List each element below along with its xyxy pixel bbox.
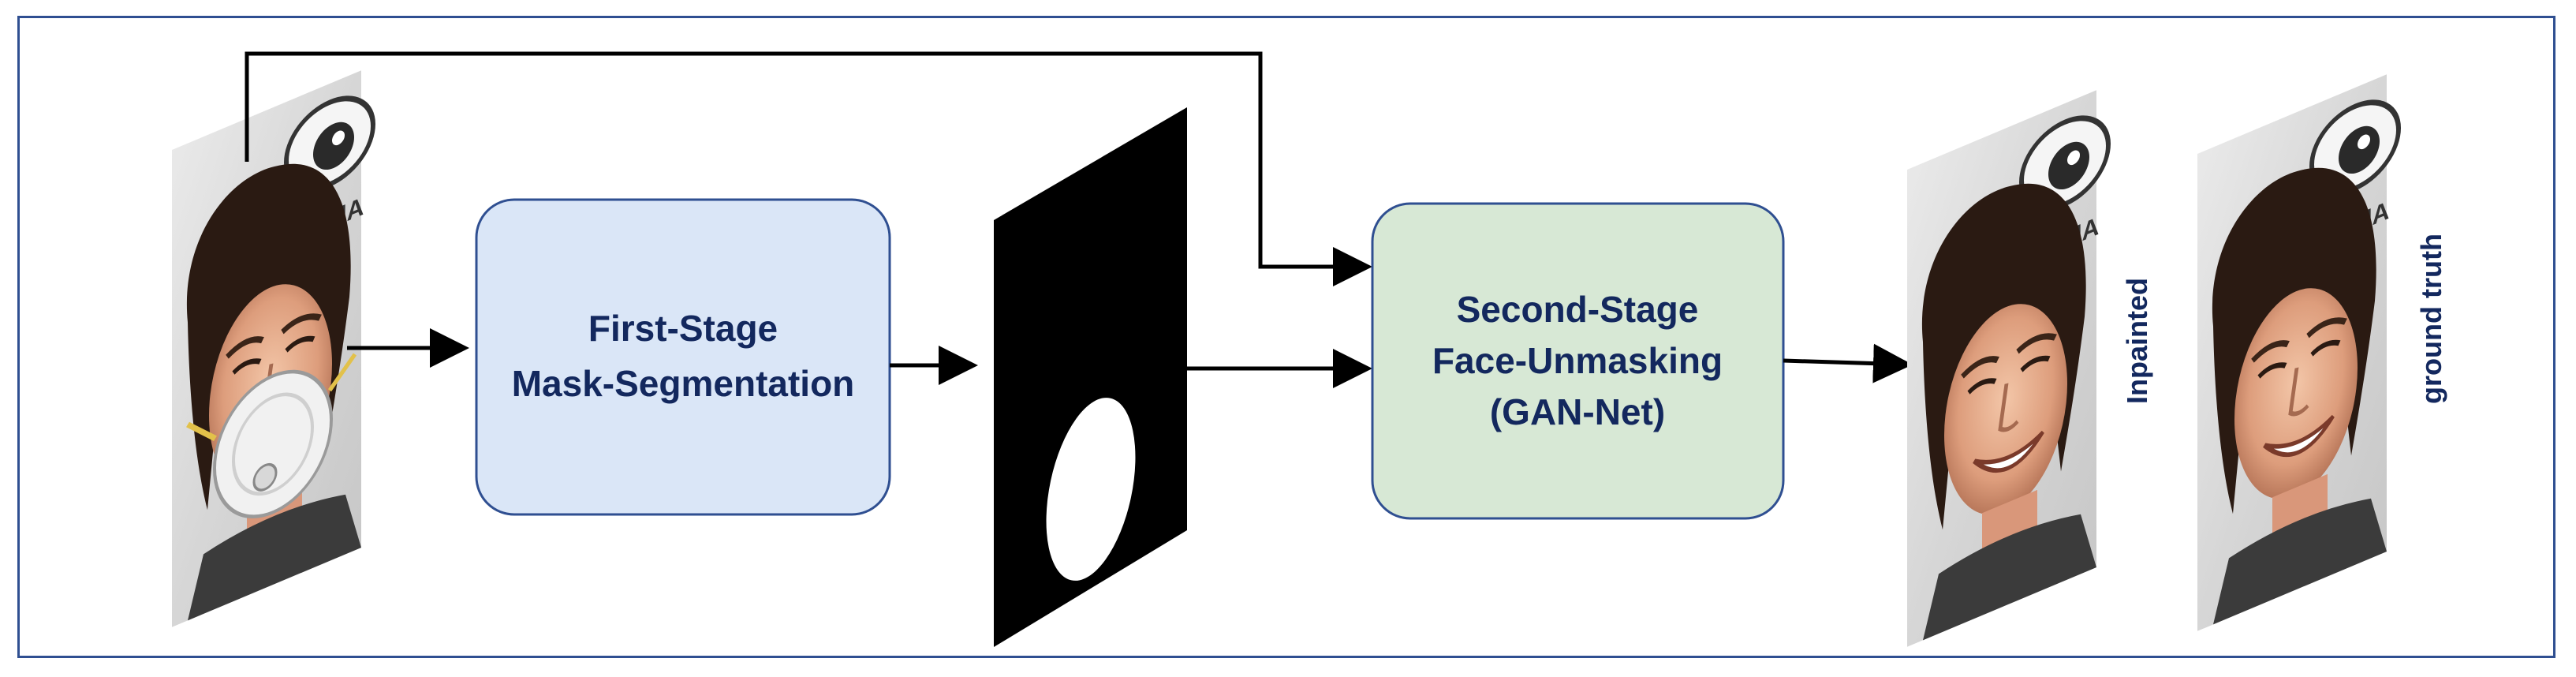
inpainted-face-image: [1907, 85, 2108, 647]
binary-mask-image: [994, 107, 1187, 647]
second-stage-label-line3: (GAN-Net): [1490, 391, 1665, 432]
first-stage-label-line1: First-Stage: [588, 308, 778, 349]
inpainted-label: Inpainted: [2121, 278, 2153, 404]
second-stage-label-line1: Second-Stage: [1457, 289, 1699, 330]
second-stage-label-line2: Face-Unmasking: [1432, 340, 1723, 381]
arrow-stage2-to-output: [1783, 343, 1913, 383]
ground-truth-label: ground truth: [2415, 234, 2447, 404]
skip-connection-arrow: [245, 51, 1372, 286]
second-stage-box: Second-Stage Face-Unmasking (GAN-Net): [1371, 202, 1785, 520]
ground-truth-face-image: [2197, 69, 2399, 631]
mask-background: [994, 107, 1187, 647]
mask-region: [1046, 398, 1136, 581]
first-stage-box: First-Stage Mask-Segmentation: [475, 198, 891, 516]
first-stage-label-line2: Mask-Segmentation: [512, 363, 855, 404]
input-masked-face-image: [172, 65, 373, 627]
